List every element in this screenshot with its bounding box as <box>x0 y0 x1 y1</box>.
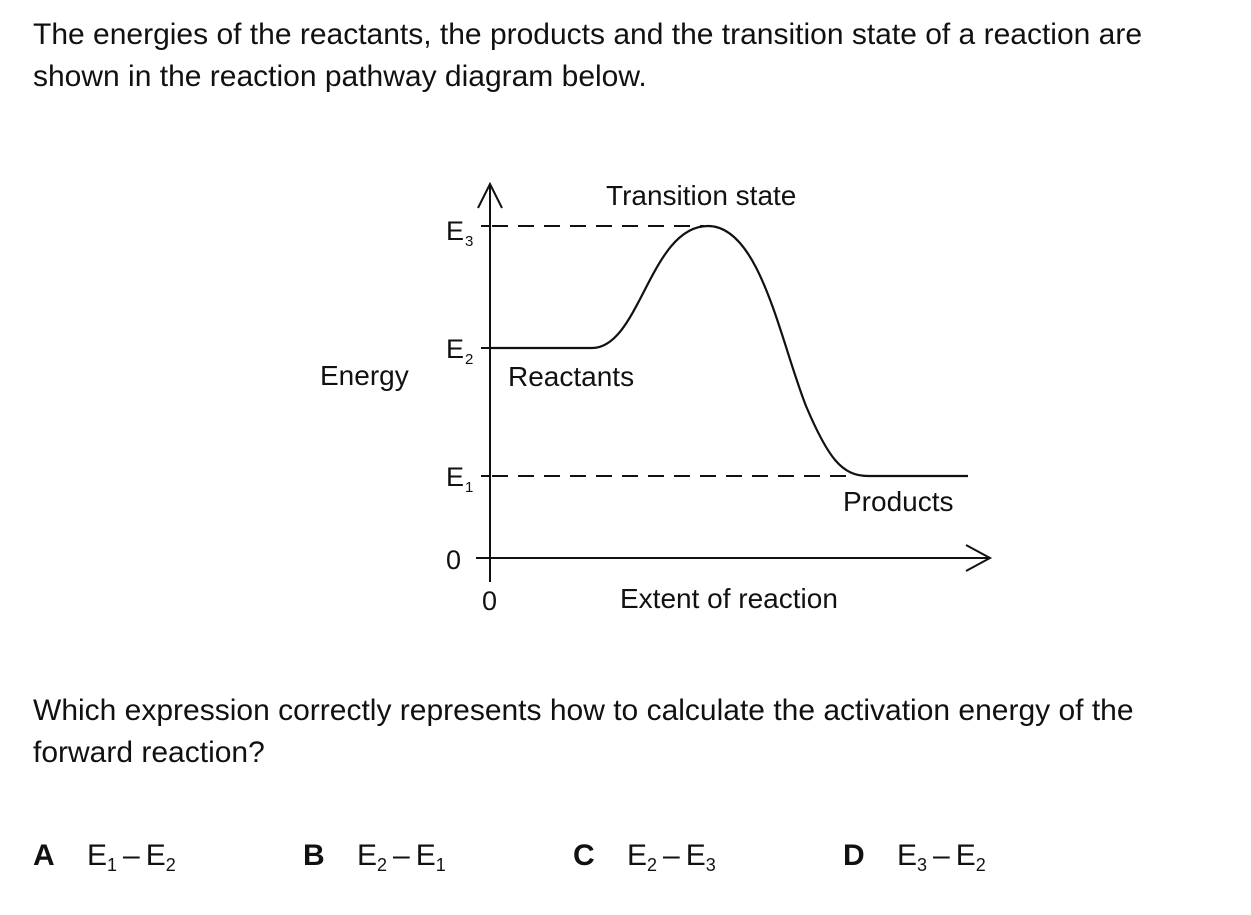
y-tick-label-e3: E3 <box>446 216 473 250</box>
option-letter: C <box>573 839 595 872</box>
option-letter: D <box>843 839 865 872</box>
option-d[interactable]: D E3–E2 <box>843 836 986 876</box>
x-axis-label: Extent of reaction <box>620 583 838 614</box>
reaction-pathway-diagram: E3 E2 E1 0 0 Energy Extent of reaction T… <box>320 180 993 616</box>
transition-state-label: Transition state <box>606 180 796 211</box>
products-label: Products <box>843 486 954 517</box>
intro-text: The energies of the reactants, the produ… <box>33 18 1143 93</box>
reactants-label: Reactants <box>508 361 634 392</box>
question-text: Which expression correctly represents ho… <box>33 694 1134 769</box>
y-tick-label-zero: 0 <box>446 545 461 575</box>
y-tick-label-e2: E2 <box>446 334 473 368</box>
energy-profile-curve <box>490 224 968 478</box>
option-c[interactable]: C E2–E3 <box>573 836 716 876</box>
option-expression: E1–E2 <box>87 839 176 875</box>
answer-options: A E1–E2 B E2–E1 C E2–E3 D E3–E2 <box>33 836 1223 876</box>
x-origin-label: 0 <box>482 586 497 616</box>
option-letter: B <box>303 839 325 872</box>
option-a[interactable]: A E1–E2 <box>33 836 176 876</box>
y-tick-label-e1: E1 <box>446 462 473 496</box>
option-expression: E3–E2 <box>897 839 986 875</box>
option-letter: A <box>33 839 55 872</box>
y-axis-arrow <box>477 181 503 209</box>
y-axis-label: Energy <box>320 360 409 391</box>
x-axis-arrow <box>965 544 993 572</box>
option-expression: E2–E1 <box>357 839 446 875</box>
option-expression: E2–E3 <box>627 839 716 875</box>
option-b[interactable]: B E2–E1 <box>303 836 446 876</box>
